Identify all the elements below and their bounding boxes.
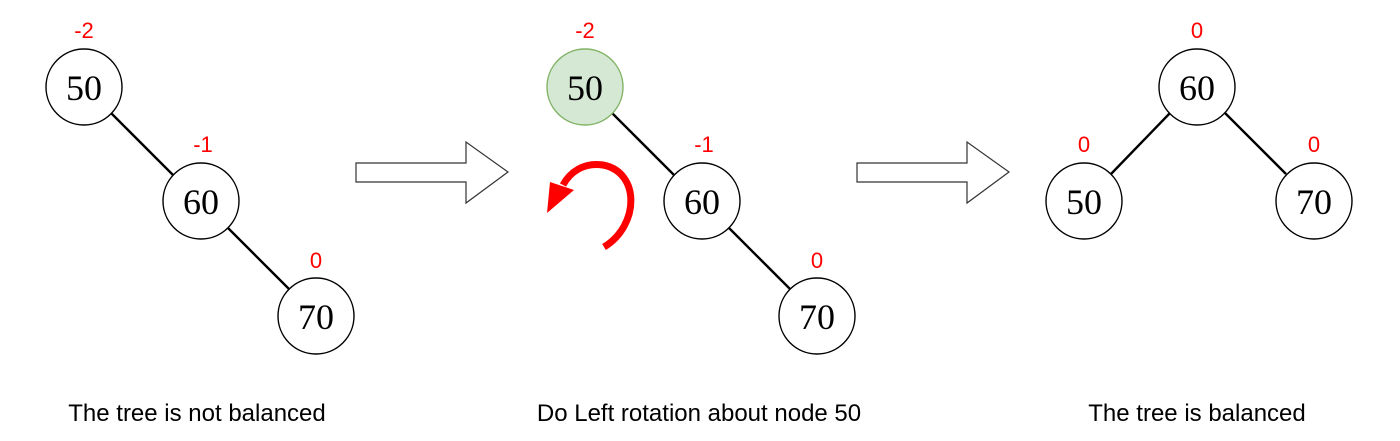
edge-50-60 bbox=[110, 112, 175, 177]
tree-node: -1 60 bbox=[162, 132, 240, 240]
node-circle bbox=[277, 277, 355, 355]
edge-60-70 bbox=[227, 227, 291, 291]
node-circle bbox=[45, 48, 123, 126]
balance-factor: 0 bbox=[1191, 18, 1203, 43]
node-value: 70 bbox=[799, 297, 835, 337]
transition-arrow bbox=[856, 140, 1011, 205]
rotation-arrow-icon bbox=[547, 160, 635, 250]
node-value: 60 bbox=[1179, 68, 1215, 108]
node-value: 50 bbox=[1066, 182, 1102, 222]
node-circle bbox=[1275, 162, 1353, 240]
node-circle bbox=[778, 277, 856, 355]
node-circle bbox=[663, 162, 741, 240]
balance-factor: -1 bbox=[694, 132, 714, 157]
tree-node: -2 50 bbox=[45, 18, 123, 126]
edge-60-50 bbox=[1110, 112, 1171, 175]
tree-node: -1 60 bbox=[663, 132, 741, 240]
caption-unbalanced: The tree is not balanced bbox=[68, 400, 326, 427]
balance-factor: 0 bbox=[1078, 132, 1090, 157]
balance-factor: 0 bbox=[811, 248, 823, 273]
balance-factor: 0 bbox=[310, 248, 322, 273]
tree-node: 0 60 bbox=[1158, 18, 1236, 126]
edge-60-70 bbox=[1224, 112, 1287, 175]
balance-factor: -1 bbox=[193, 132, 213, 157]
tree-node: 0 70 bbox=[778, 248, 856, 355]
tree-node: 0 70 bbox=[277, 248, 355, 355]
panel-balanced: 0 60 0 50 0 70 The tree is balanced bbox=[1045, 18, 1353, 427]
edge-60-70 bbox=[728, 227, 792, 291]
node-circle bbox=[162, 162, 240, 240]
tree-node: -2 50 bbox=[546, 18, 624, 126]
highlighted-node-circle bbox=[546, 48, 624, 126]
balance-factor: -2 bbox=[74, 18, 94, 43]
node-value: 60 bbox=[684, 182, 720, 222]
caption-rotation: Do Left rotation about node 50 bbox=[537, 400, 861, 427]
node-circle bbox=[1158, 48, 1236, 126]
node-value: 70 bbox=[298, 297, 334, 337]
panel-unbalanced: -2 50 -1 60 0 70 The tree is not balance… bbox=[45, 18, 355, 427]
tree-node: 0 70 bbox=[1275, 132, 1353, 240]
node-value: 60 bbox=[183, 182, 219, 222]
node-value: 50 bbox=[66, 68, 102, 108]
tree-node: 0 50 bbox=[1045, 132, 1123, 240]
panel-rotation: -2 50 -1 60 0 70 Do Left rotation about … bbox=[537, 18, 861, 427]
transition-arrow bbox=[355, 140, 510, 205]
balance-factor: -2 bbox=[575, 18, 595, 43]
balance-factor: 0 bbox=[1308, 132, 1320, 157]
caption-balanced: The tree is balanced bbox=[1088, 400, 1305, 427]
node-value: 70 bbox=[1296, 182, 1332, 222]
node-value: 50 bbox=[567, 68, 603, 108]
edge-50-60 bbox=[611, 112, 676, 177]
node-circle bbox=[1045, 162, 1123, 240]
